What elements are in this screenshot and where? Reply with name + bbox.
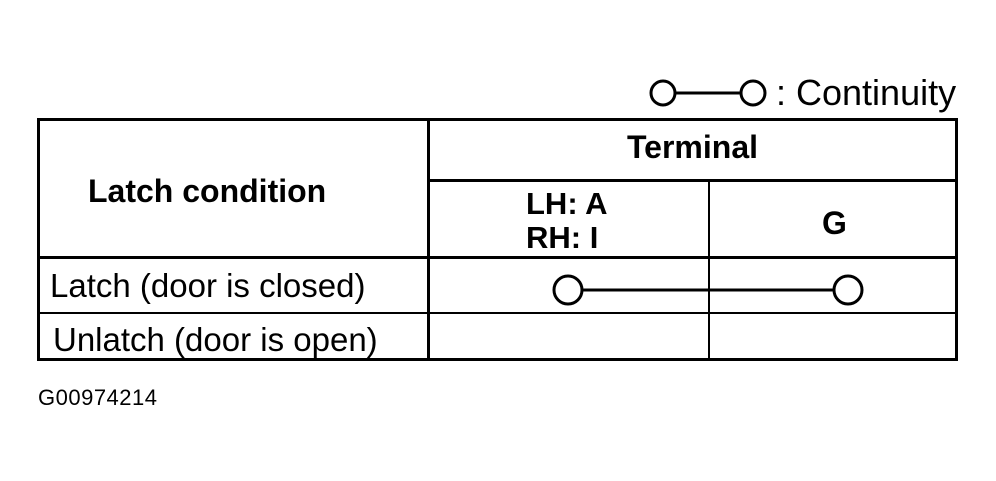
legend-label: : Continuity: [776, 72, 957, 113]
column-divider-main: [427, 121, 430, 358]
row-divider-terminal: [430, 179, 955, 182]
continuity-connection-latch: [552, 274, 864, 306]
continuity-symbol-icon: [649, 79, 767, 107]
header-terminal-g: G: [822, 205, 847, 241]
figure-id: G00974214: [38, 385, 158, 410]
row-unlatch-condition: Unlatch (door is open): [53, 321, 378, 358]
header-terminal-lh: LH: A: [526, 186, 608, 221]
row-divider-body: [40, 312, 955, 314]
header-terminal: Terminal: [627, 129, 758, 165]
continuity-legend: : Continuity: [646, 72, 966, 114]
column-divider-terminal: [708, 181, 710, 358]
header-latch-condition: Latch condition: [88, 173, 327, 209]
row-divider-header: [40, 256, 955, 259]
latch-continuity-table: Latch condition Terminal LH: A RH: I G L…: [37, 118, 958, 361]
header-terminal-rh: RH: I: [526, 220, 599, 255]
row-latch-condition: Latch (door is closed): [50, 267, 366, 304]
